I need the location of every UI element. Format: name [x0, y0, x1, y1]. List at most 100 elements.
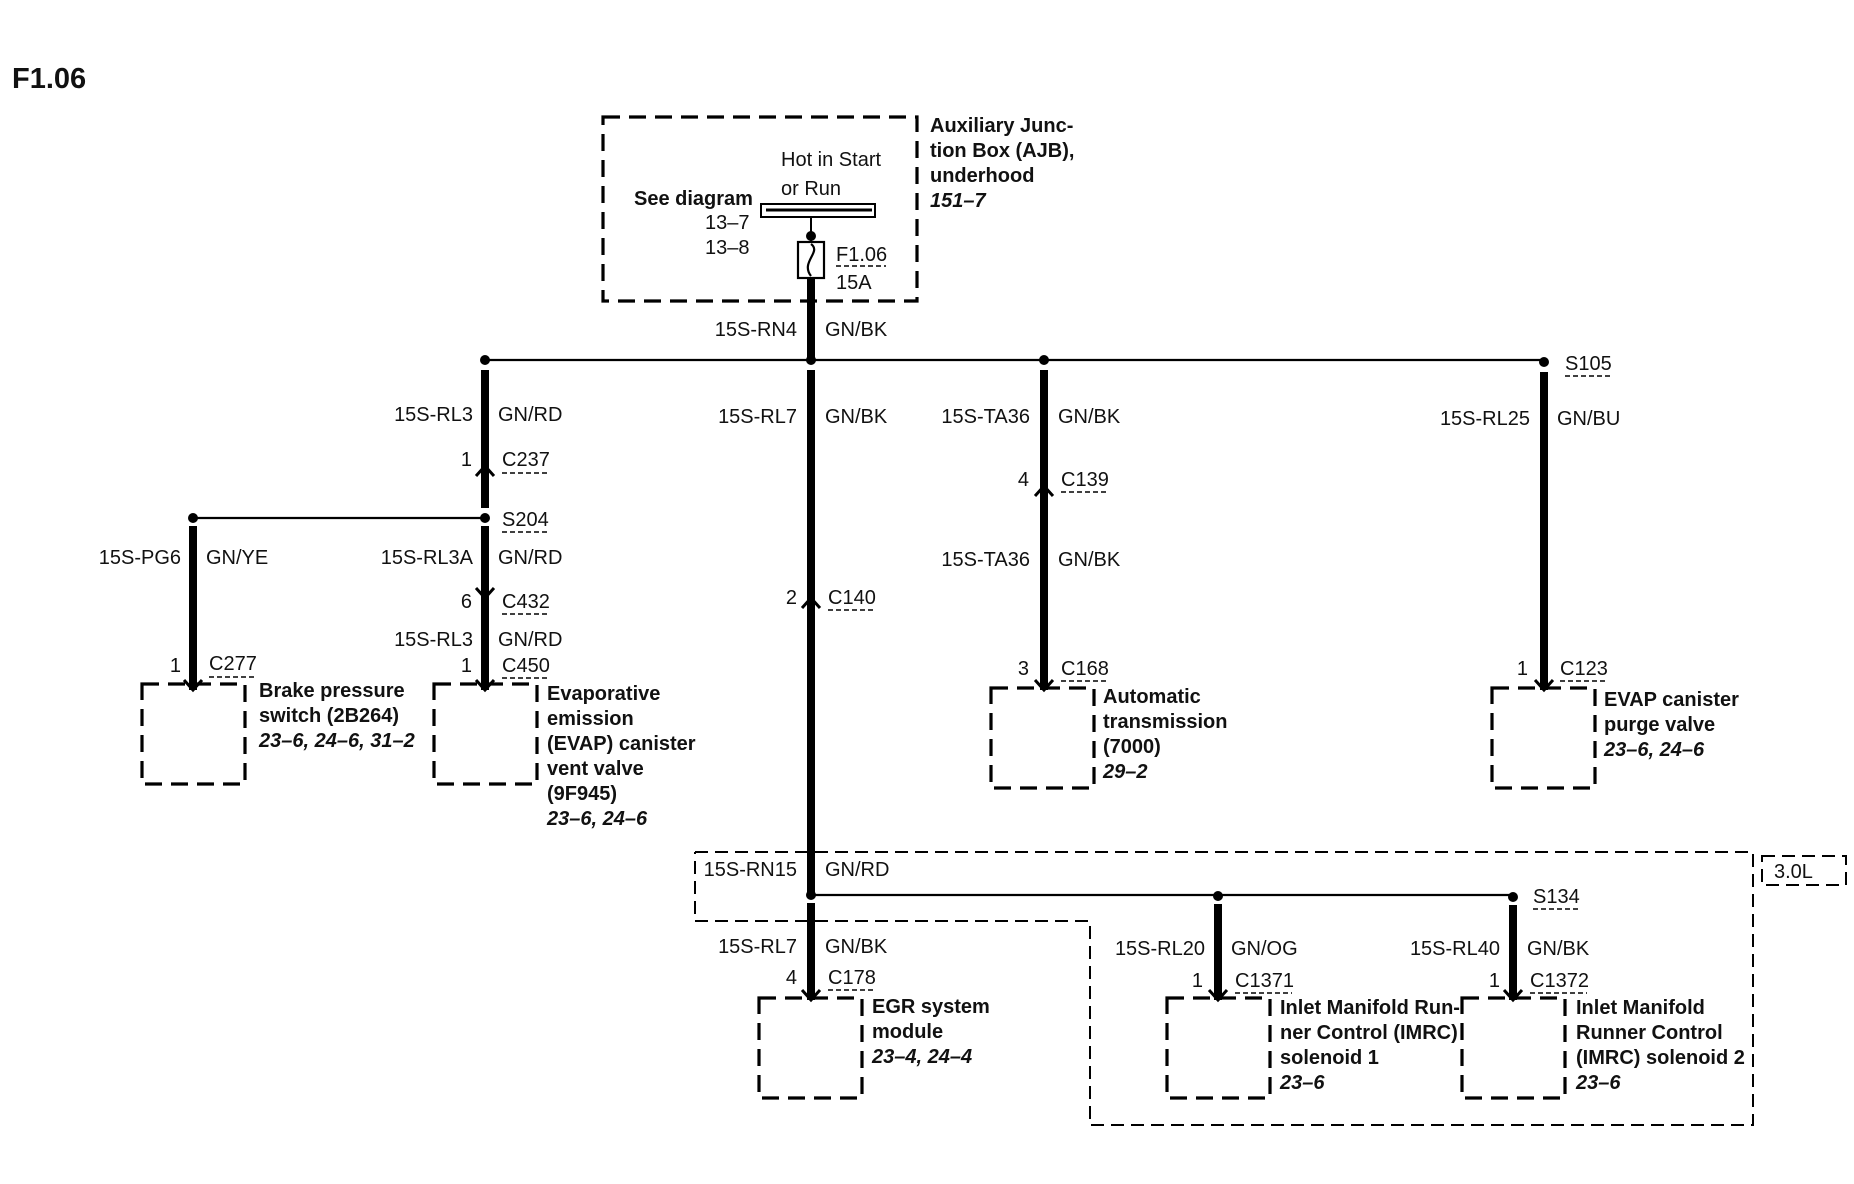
wire-pg6-color: GN/YE: [206, 547, 268, 569]
wire-ta36-bottom-color: GN/BK: [1058, 549, 1121, 571]
imrc2-ref: 23–6: [1575, 1072, 1621, 1094]
splice-dot-pg6: [188, 513, 198, 523]
evap-purge-box: [1490, 686, 1597, 790]
c1371-arrow-icon: [1207, 988, 1229, 1003]
evap-purge-line-1: EVAP canister: [1604, 689, 1739, 711]
wire-rl3-top-color: GN/RD: [498, 404, 562, 426]
c432-pin: 6: [461, 591, 472, 613]
see-diagram-ref-1: 13–7: [705, 212, 750, 234]
wire-rl3-bottom-color: GN/RD: [498, 629, 562, 651]
imrc2-line-2: Runner Control: [1576, 1022, 1723, 1044]
splice-s134: S134: [1533, 886, 1580, 908]
wire-main-feed-color: GN/BK: [825, 319, 888, 341]
c1371-id: C1371: [1235, 970, 1294, 992]
wire-rl3a-circuit: 15S-RL3A: [381, 547, 474, 569]
egr-module-line-1: EGR system: [872, 996, 990, 1018]
splice-dot-top-3: [1039, 355, 1049, 365]
evap-purge-ref: 23–6, 24–6: [1603, 739, 1705, 761]
c139-id: C139: [1061, 469, 1109, 491]
c139-pin: 4: [1018, 469, 1029, 491]
fuse-element-icon: [806, 243, 816, 277]
evap-vent-line-5: (9F945): [547, 783, 617, 805]
wire-ta36-top-circuit: 15S-TA36: [941, 406, 1030, 428]
fuse-name: F1.06: [836, 244, 887, 266]
wire-rl3a-color: GN/RD: [498, 547, 562, 569]
c178-id: C178: [828, 967, 876, 989]
ajb-hot-label-2: or Run: [781, 178, 841, 200]
c237-id: C237: [502, 449, 550, 471]
see-diagram-label: See diagram: [634, 188, 753, 210]
c1372-pin: 1: [1489, 970, 1500, 992]
wire-ta36-bottom-circuit: 15S-TA36: [941, 549, 1030, 571]
egr-module-line-2: module: [872, 1021, 943, 1043]
wire-rl7-bottom-color: GN/BK: [825, 936, 888, 958]
imrc1-line-3: solenoid 1: [1280, 1047, 1379, 1069]
option-region-outline: [694, 851, 1754, 1126]
c123-arrow-icon: [1533, 678, 1555, 693]
splice-dot-rn15: [806, 890, 816, 900]
c237-arrow-icon: [474, 463, 496, 478]
imrc1-box: [1165, 996, 1272, 1100]
wire-rl7-top-circuit: 15S-RL7: [718, 406, 797, 428]
wire-rl40-color: GN/BK: [1527, 938, 1590, 960]
auto-trans-line-2: transmission: [1103, 711, 1227, 733]
wire-rl40-circuit: 15S-RL40: [1410, 938, 1500, 960]
imrc1-ref: 23–6: [1279, 1072, 1325, 1094]
c139-arrow-icon: [1033, 483, 1055, 498]
splice-s204: S204: [502, 509, 549, 531]
wire-main-feed-circuit: 15S-RN4: [715, 319, 797, 341]
c178-arrow-icon: [800, 988, 822, 1003]
wire-rn15-circuit: 15S-RN15: [704, 859, 797, 881]
c450-id: C450: [502, 655, 550, 677]
option-tag-box: [1761, 855, 1847, 886]
c1371-pin: 1: [1192, 970, 1203, 992]
splice-dot-s204: [480, 513, 490, 523]
splice-dot-top-1: [480, 355, 490, 365]
auto-trans-line-3: (7000): [1103, 736, 1161, 758]
wire-rl20-color: GN/OG: [1231, 938, 1298, 960]
brake-switch-line-2: switch (2B264): [259, 705, 399, 727]
c123-id: C123: [1560, 658, 1608, 680]
wire-rl25-circuit: 15S-RL25: [1440, 408, 1530, 430]
c123-pin: 1: [1517, 658, 1528, 680]
ajb-name-line-1: Auxiliary Junc-: [930, 115, 1073, 137]
c178-pin: 4: [786, 967, 797, 989]
auto-trans-box: [989, 686, 1096, 790]
c432-id: C432: [502, 591, 550, 613]
splice-dot-top-2: [806, 355, 816, 365]
c168-arrow-icon: [1033, 678, 1055, 693]
wire-ta36-top-color: GN/BK: [1058, 406, 1121, 428]
c277-id: C277: [209, 653, 257, 675]
wire-rl3-top-circuit: 15S-RL3: [394, 404, 473, 426]
wire-pg6-circuit: 15S-PG6: [99, 547, 181, 569]
wire-rl7-bottom-circuit: 15S-RL7: [718, 936, 797, 958]
c140-arrow-icon: [800, 595, 822, 610]
page-title: F1.06: [12, 63, 86, 95]
wire-rl25-color: GN/BU: [1557, 408, 1620, 430]
evap-vent-line-2: emission: [547, 708, 634, 730]
evap-purge-line-2: purge valve: [1604, 714, 1715, 736]
imrc2-box: [1460, 996, 1567, 1100]
c168-id: C168: [1061, 658, 1109, 680]
c1372-arrow-icon: [1502, 988, 1524, 1003]
evap-vent-line-1: Evaporative: [547, 683, 660, 705]
evap-vent-ref: 23–6, 24–6: [546, 808, 648, 830]
brake-switch-box: [140, 682, 247, 786]
imrc2-line-1: Inlet Manifold: [1576, 997, 1705, 1019]
imrc1-line-1: Inlet Manifold Run-: [1280, 997, 1460, 1019]
egr-module-ref: 23–4, 24–4: [871, 1046, 972, 1068]
ajb-name-line-3: underhood: [930, 165, 1034, 187]
ajb-outline: [601, 115, 919, 303]
imrc1-line-2: ner Control (IMRC): [1280, 1022, 1458, 1044]
ajb-hot-label-1: Hot in Start: [781, 149, 881, 171]
evap-vent-line-4: vent valve: [547, 758, 644, 780]
wire-rn15-color: GN/RD: [825, 859, 889, 881]
c1372-id: C1372: [1530, 970, 1589, 992]
egr-module-box: [757, 996, 864, 1100]
brake-switch-line-1: Brake pressure: [259, 680, 405, 702]
wire-rl3-bottom-circuit: 15S-RL3: [394, 629, 473, 651]
brake-switch-ref: 23–6, 24–6, 31–2: [258, 730, 415, 752]
evap-vent-box: [432, 682, 539, 786]
c168-pin: 3: [1018, 658, 1029, 680]
